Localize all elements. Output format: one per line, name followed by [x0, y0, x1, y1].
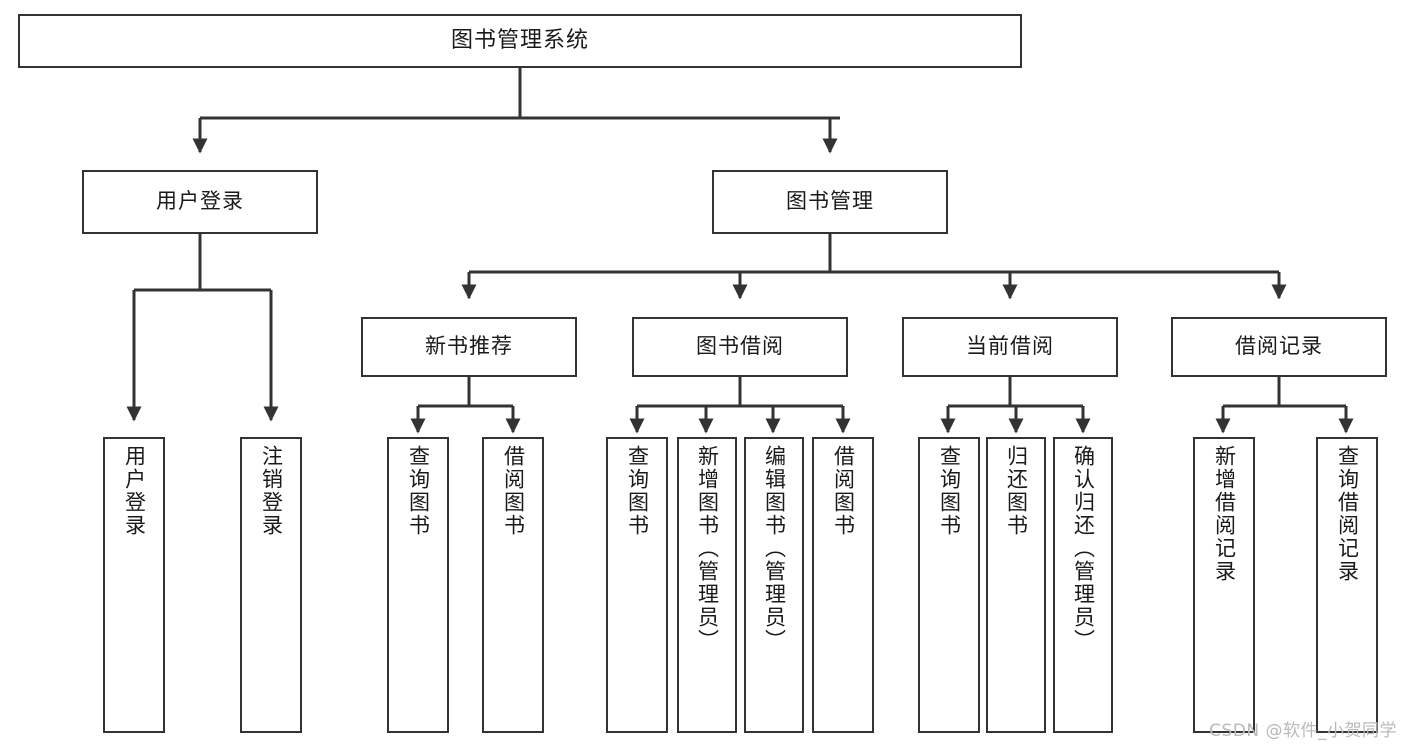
node-root-system[interactable]: 图书管理系统: [18, 14, 1022, 68]
node-label: 借阅图书: [501, 445, 526, 537]
node-label: 查询图书: [937, 445, 962, 537]
node-label: 图书管理系统: [450, 27, 589, 53]
node-label: 查询借阅记录: [1335, 445, 1360, 583]
node-borrow-record[interactable]: 借阅记录: [1171, 317, 1387, 377]
node-label: 图书管理: [786, 189, 874, 214]
node-label: 图书借阅: [696, 334, 784, 359]
node-label: 确认归还（管理员）: [1071, 445, 1096, 652]
node-new-book-recommend[interactable]: 新书推荐: [361, 317, 577, 377]
node-label: 查询图书: [406, 445, 431, 537]
node-label: 当前借阅: [966, 334, 1054, 359]
node-user-login[interactable]: 用户登录: [82, 170, 318, 234]
node-book-management[interactable]: 图书管理: [712, 170, 948, 234]
node-label: 借阅记录: [1235, 334, 1323, 359]
node-leaf-borrow-book-2[interactable]: 借阅图书: [812, 437, 874, 733]
node-leaf-query-book-2[interactable]: 查询图书: [606, 437, 668, 733]
node-label: 编辑图书（管理员）: [762, 445, 787, 652]
node-label: 新增图书（管理员）: [695, 445, 720, 652]
node-label: 新书推荐: [425, 334, 513, 359]
node-label: 归还图书: [1004, 445, 1029, 537]
node-label: 查询图书: [625, 445, 650, 537]
node-leaf-add-book[interactable]: 新增图书（管理员）: [677, 437, 737, 733]
node-label: 用户登录: [156, 189, 244, 214]
node-leaf-query-record[interactable]: 查询借阅记录: [1316, 437, 1378, 733]
node-leaf-user-login[interactable]: 用户登录: [103, 437, 165, 733]
node-leaf-logout[interactable]: 注销登录: [240, 437, 302, 733]
node-leaf-return-book[interactable]: 归还图书: [986, 437, 1046, 733]
node-label: 注销登录: [259, 445, 284, 537]
node-label: 新增借阅记录: [1212, 445, 1237, 583]
node-leaf-add-record[interactable]: 新增借阅记录: [1193, 437, 1255, 733]
node-leaf-query-book-1[interactable]: 查询图书: [387, 437, 449, 733]
node-leaf-confirm-return[interactable]: 确认归还（管理员）: [1053, 437, 1113, 733]
watermark-text: CSDN @软件_小贺同学: [1209, 721, 1397, 741]
node-leaf-query-book-3[interactable]: 查询图书: [918, 437, 980, 733]
node-book-borrow[interactable]: 图书借阅: [632, 317, 848, 377]
node-current-borrow[interactable]: 当前借阅: [902, 317, 1118, 377]
node-leaf-borrow-book-1[interactable]: 借阅图书: [482, 437, 544, 733]
node-leaf-edit-book[interactable]: 编辑图书（管理员）: [744, 437, 804, 733]
node-label: 用户登录: [122, 445, 147, 537]
node-label: 借阅图书: [831, 445, 856, 537]
